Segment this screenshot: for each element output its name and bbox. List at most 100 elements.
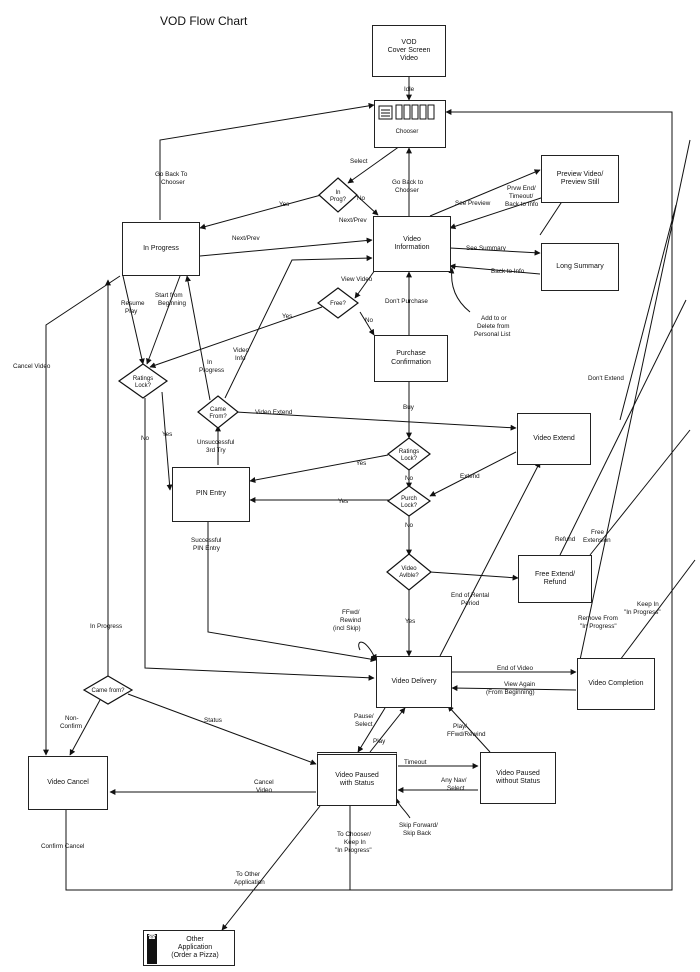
label-remove-from-2: "In Progress" — [580, 623, 617, 630]
arrow-resume-ratings — [122, 275, 145, 365]
label-prvw-end-3: Back to Info — [505, 201, 539, 208]
arrow-paused-otherapp — [221, 805, 321, 931]
arrow-completion-delivery — [451, 685, 577, 692]
decision-ratings-lock-2 — [387, 437, 431, 471]
label-prvw-end-1: Prvw End/ — [507, 185, 536, 192]
connectors — [43, 77, 696, 931]
chooser-label: Chooser — [396, 129, 419, 135]
label-in-progress-left: In Progress — [90, 623, 122, 630]
arrow-inprogress-cancel — [43, 275, 121, 756]
decision-ratings1-l1: Ratings — [133, 376, 153, 382]
node-preview-video: Preview Video/ Preview Still — [541, 155, 619, 203]
arrow-longsummary-info — [449, 263, 541, 275]
label-status: Status — [204, 717, 222, 724]
label-in-progress-2: Progress — [199, 367, 224, 374]
decision-purch-lock — [386, 485, 432, 517]
arrow-info-free — [354, 269, 376, 299]
label-cancel-video2-2: Video — [256, 787, 272, 794]
label-dont-extend: Don't Extend — [588, 375, 624, 382]
label-video-extend: Video Extend — [255, 409, 293, 416]
arrow-pin-delivery — [207, 522, 377, 663]
label-yes-purch: Yes — [338, 498, 348, 505]
label-go-back-chooser-2b: Chooser — [395, 187, 419, 194]
decision-ratings-lock-1 — [117, 363, 169, 399]
label-select: Select — [350, 158, 368, 165]
label-resume-play-1: Resume — [121, 300, 145, 307]
label-ffwd-3: (incl Skip) — [333, 625, 361, 632]
node-video-cancel: Video Cancel — [28, 756, 108, 810]
decision-ratings2-l1: Ratings — [399, 449, 419, 455]
decision-free-l1: Free? — [330, 301, 346, 307]
label-dont-purchase: Don't Purchase — [385, 298, 428, 305]
label-next-prev-2: Next/Prev — [232, 235, 260, 242]
label-add-delete-1: Add to or — [481, 315, 507, 322]
label-play: Play — [373, 738, 386, 745]
decision-came-from-1 — [197, 395, 239, 429]
arrow-camefrom2-cancel — [69, 699, 101, 756]
label-any-nav-2: Select — [447, 785, 465, 792]
node-video-completion: Video Completion — [577, 658, 655, 710]
node-other-application: ☎ Other Application (Order a Pizza) — [143, 930, 235, 966]
line-freeextend-free — [589, 429, 691, 556]
arrow-no-videoinfo — [354, 193, 379, 216]
label-pause-select-1: Pause/ — [354, 713, 374, 720]
label-yes-avlble: Yes — [405, 618, 415, 625]
arrow-info-longsummary — [449, 247, 541, 256]
label-no-ratings1: No — [141, 435, 150, 442]
label-timeout: Timeout — [404, 759, 427, 766]
label-see-preview: See Preview — [455, 200, 491, 207]
decision-ratings1-l2: Lock? — [135, 383, 152, 389]
label-to-other-app-1: To Other — [236, 871, 260, 878]
line-extend-dontextend — [619, 204, 677, 421]
arrow-avlble-freeextend — [429, 571, 519, 581]
telephone-icon: ☎ — [147, 934, 157, 964]
label-end-of-video: End of Video — [497, 665, 533, 672]
label-cancel-video: Cancel Video — [13, 363, 51, 370]
arrow-nextprev-info — [199, 237, 373, 257]
arrow-camefrom-inprogress — [185, 275, 211, 401]
label-view-again-1: View Again — [504, 681, 536, 688]
label-ffwd-2: Rewind — [340, 617, 361, 624]
label-keep-in-2: "In Progress" — [624, 609, 661, 616]
arrow-extend-purch — [429, 451, 517, 497]
arrow-ratings-pin — [161, 391, 173, 491]
decision-in-prog-l1: In — [335, 190, 340, 196]
label-no-purch: No — [405, 522, 414, 529]
decision-came1-l1: Came — [210, 407, 227, 413]
node-purchase-confirmation: Purchase Confirmation — [374, 335, 448, 382]
label-prvw-end-2: Timeout/ — [509, 193, 534, 200]
arrow-delivery-extend — [439, 461, 541, 657]
label-start-beginning-2: Beginning — [158, 300, 187, 307]
label-confirm-cancel: Confirm Cancel — [41, 843, 84, 850]
label-successful-pin-2: PIN Entry — [193, 545, 221, 552]
label-pause-select-2: Select — [355, 721, 373, 728]
label-start-beginning-1: Start from — [155, 292, 183, 299]
label-unsuccessful-1: Unsuccessful — [197, 439, 234, 446]
arrow-free-ratings — [149, 306, 323, 369]
arrow-pausednostatus-delivery — [447, 705, 491, 753]
decision-video-avlble — [386, 553, 432, 591]
label-free-ext-2: Extension — [583, 537, 611, 544]
label-to-chooser-2: Keep In — [344, 839, 366, 846]
arrow-ffwd-loop — [358, 641, 377, 661]
decision-texts: In Prog? Free? Ratings Lock? Came From? … — [91, 190, 419, 694]
node-video-extend: Video Extend — [517, 413, 591, 465]
edge-labels: Idle Go Back To Chooser Select Go Back t… — [13, 86, 661, 886]
node-chooser: Chooser — [374, 100, 446, 148]
label-end-rental-2: Period — [461, 600, 480, 607]
label-play-ffwd-1: Play/ — [453, 723, 467, 730]
decision-avlble-l2: Avlble? — [399, 573, 419, 579]
arrow-chooser-inprog — [347, 145, 401, 184]
label-go-back-chooser-2a: Go Back to — [392, 179, 424, 186]
arrow-info-preview — [429, 169, 541, 217]
chooser-screen-icon: Chooser — [378, 104, 435, 135]
arrow-free-purchase — [359, 311, 375, 336]
label-no-free: No — [365, 317, 374, 324]
arrow-add-delete — [448, 267, 471, 313]
label-to-chooser-1: To Chooser/ — [337, 831, 371, 838]
label-extend: Extend — [460, 473, 480, 480]
line-freeextend-refund — [559, 299, 687, 556]
decision-ratings2-l2: Lock? — [401, 456, 418, 462]
